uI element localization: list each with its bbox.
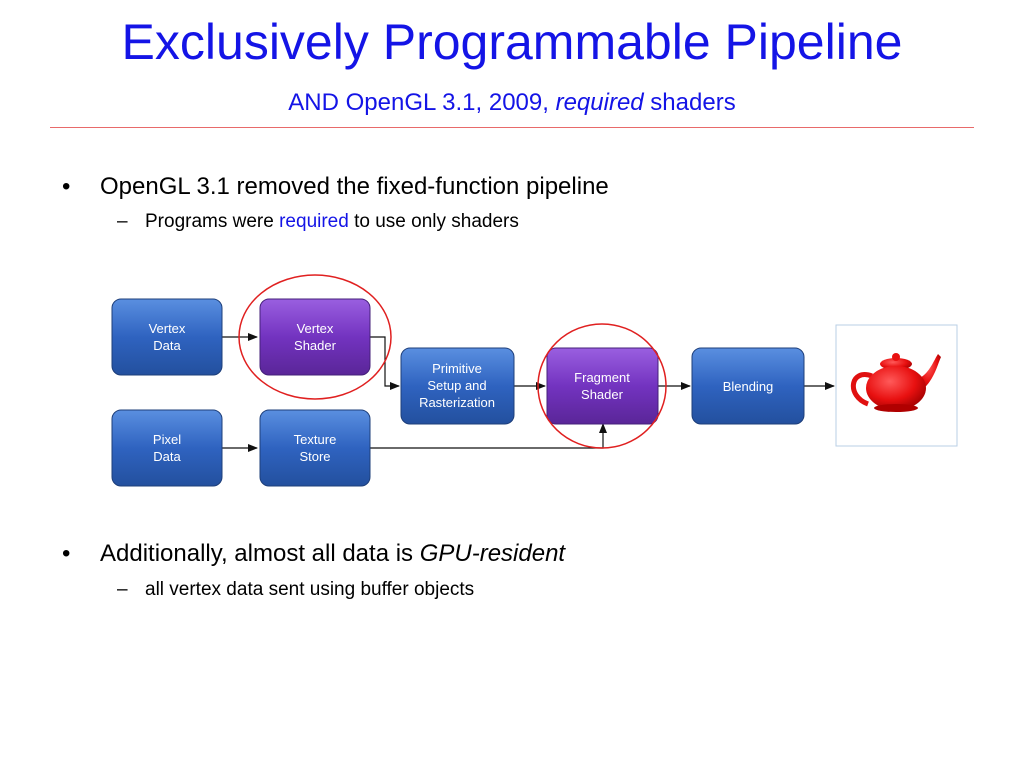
stage-label: Blending [723,379,774,394]
subtitle-text: AND OpenGL 3.1, 2009, [288,89,556,116]
stage-label: Shader [581,387,624,402]
stage-label: Primitive [432,361,482,376]
output-render [835,324,958,447]
stage-primitive-setup: Primitive Setup and Rasterization [400,347,515,425]
stage-pixel-data: Pixel Data [111,409,223,487]
highlight-ring-vertex-shader [238,274,392,400]
stage-label: Rasterization [419,395,495,410]
stage-blending: Blending [691,347,805,425]
bullet-text: OpenGL 3.1 removed the fixed-function pi… [100,172,609,202]
subbullet-text-pre: Programs were [145,211,280,232]
bullet-text-emphasis: GPU-resident [419,540,566,567]
stage-label: Vertex [297,321,334,336]
slide-title: Exclusively Programmable Pipeline [121,14,903,70]
stage-label: Vertex [149,321,186,336]
stage-label: Data [153,338,181,353]
subbullet-symbol: – [117,579,128,600]
stage-texture-store: Texture Store [259,409,371,487]
bullet-text: Additionally, almost all data is GPU-res… [100,539,565,569]
stage-label: Texture [294,432,337,447]
title-divider [50,127,974,128]
subbullet-text-post: to use only shaders [348,211,519,232]
subbullet-symbol: – [117,211,128,232]
bullet-text-main: OpenGL 3.1 removed the fixed-function pi… [100,173,609,200]
stage-label: Store [299,449,330,464]
subbullet-text: Programs were required to use only shade… [145,210,519,234]
stage-label: Shader [294,338,337,353]
subbullet-highlight: required [279,211,349,232]
stage-label: Setup and [427,378,486,393]
stage-fragment-shader: Fragment Shader [546,347,659,425]
subtitle-tail: shaders [643,89,736,116]
teapot-icon [850,353,941,412]
arrow-texture-to-fragment [370,423,607,449]
highlight-ring-fragment-shader [537,323,667,449]
slide-subtitle: AND OpenGL 3.1, 2009, required shaders [0,88,1024,118]
subbullet-text: all vertex data sent using buffer object… [145,579,475,600]
bullet-text-main: Additionally, almost all data is [100,540,420,567]
bullet-symbol: • [62,173,71,200]
bullet-symbol: • [62,540,71,567]
subtitle-emphasis: required [555,89,644,116]
stage-vertex-shader: Vertex Shader [259,298,371,376]
stage-label: Fragment [574,370,630,385]
stage-label: Data [153,449,181,464]
stage-vertex-data: Vertex Data [111,298,223,376]
stage-label: Pixel [153,432,181,447]
